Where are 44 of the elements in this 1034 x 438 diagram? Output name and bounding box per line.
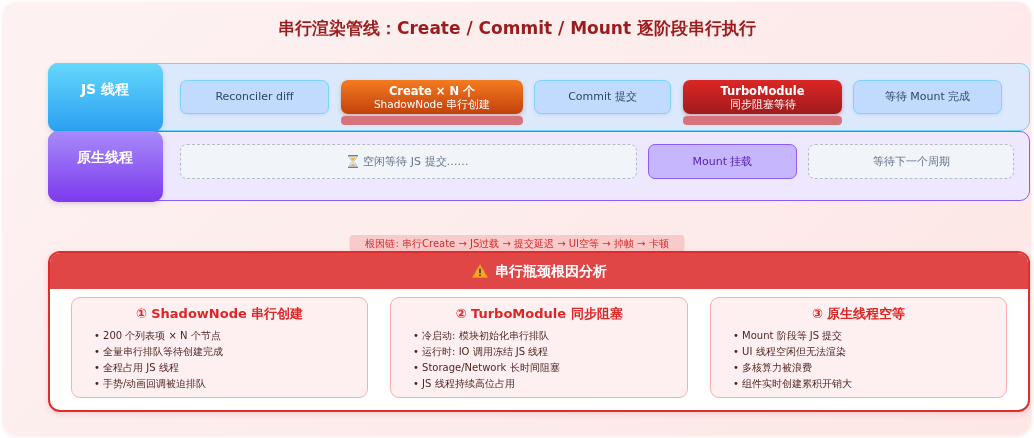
stage-sublabel: 同步阻塞等待 — [729, 97, 796, 111]
idle-stage-box — [180, 144, 637, 179]
thread-lane — [48, 131, 1030, 201]
bullet-item: • 全程占用 JS 线程 — [94, 361, 179, 375]
bullet-item: • 多核算力被浪费 — [733, 361, 813, 375]
analysis-panel — [48, 251, 1030, 412]
stage-label: Mount 挂载 — [692, 154, 753, 169]
stage-box — [853, 80, 1002, 114]
stage-box — [534, 80, 671, 114]
stage-box — [648, 144, 797, 179]
bullet-item: • 冷启动: 模块初始化串行排队 — [413, 329, 549, 343]
lane-title: JS 线程 — [80, 79, 130, 98]
stage-label: Commit 提交 — [568, 90, 637, 104]
stage-label: 空闲等待 JS 提交…… — [363, 154, 469, 169]
thread-lane — [48, 63, 1030, 131]
bullet-item: • Storage/Network 长时间阻塞 — [413, 361, 560, 375]
lane-title: 原生线程 — [77, 147, 133, 166]
bullet-item: • 手势/动画回调被迫排队 — [94, 377, 207, 391]
cause-chain-text: 根因链: 串行Create → JS过载 → 提交延迟 → UI空等 → 掉帧 → 卡顿 — [365, 237, 669, 251]
bullet-item: • 组件实时创建累积开销大 — [733, 377, 853, 391]
bullet-item: • UI 线程空闲但无法渲染 — [733, 345, 846, 359]
stage-box — [341, 80, 523, 114]
stage-label: Create × N 个 — [388, 83, 476, 98]
diagram-title: 串行渲染管线：Create / Commit / Mount 逐阶段串行执行 — [278, 17, 756, 39]
stage-label: TurboModule — [720, 83, 805, 98]
bullet-item: • 全量串行排队等待创建完成 — [94, 345, 224, 359]
stage-label: 等待 Mount 完成 — [884, 90, 971, 104]
panel-title: 串行瓶颈根因分析 — [494, 262, 607, 280]
card-title: ③ 原生线程空等 — [811, 305, 906, 323]
stage-box — [180, 80, 329, 114]
analysis-card — [390, 297, 688, 398]
bullet-item: • 运行时: IO 调用冻结 JS 线程 — [413, 345, 549, 359]
idle-stage-box — [808, 144, 1014, 179]
card-title: ① ShadowNode 串行创建 — [135, 305, 304, 323]
stage-box — [683, 80, 842, 114]
analysis-card — [71, 297, 368, 398]
stage-label: Reconciler diff — [215, 90, 294, 104]
bullet-item: • JS 线程持续高位占用 — [413, 377, 515, 391]
card-title: ② TurboModule 同步阻塞 — [455, 305, 623, 323]
stage-sublabel: ShadowNode 串行创建 — [373, 97, 491, 111]
analysis-card — [710, 297, 1007, 398]
bullet-item: • Mount 阶段等 JS 提交 — [733, 329, 843, 343]
stage-label: 等待下一个周期 — [872, 154, 950, 169]
bullet-item: • 200 个列表项 × N 个节点 — [94, 329, 221, 343]
